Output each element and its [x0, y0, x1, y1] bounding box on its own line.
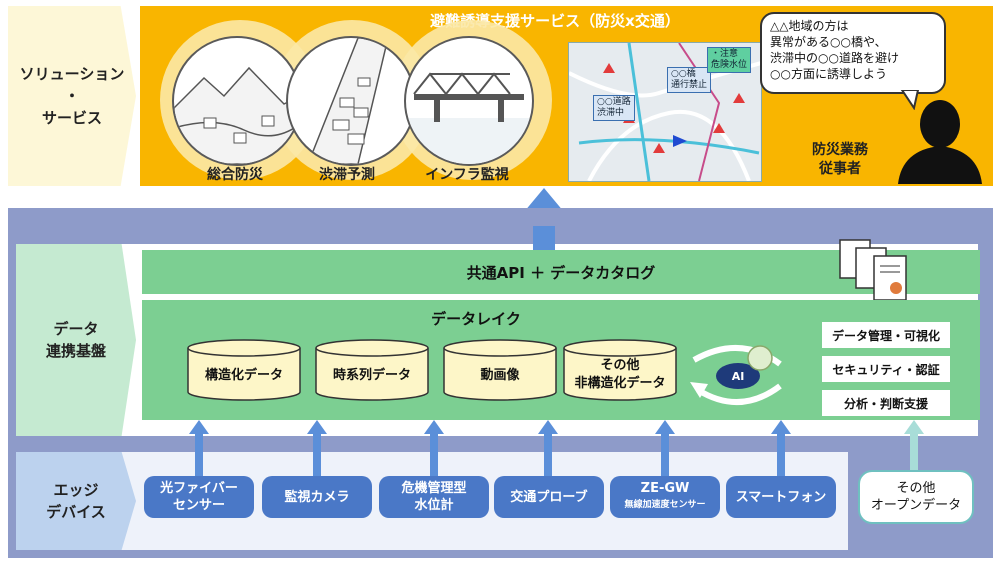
store-label: 動画像	[480, 368, 520, 383]
document-stack-icon	[839, 239, 907, 301]
device-box: 危機管理型 水位計	[379, 476, 489, 518]
arrow-shaft	[195, 430, 203, 476]
up-arrow-icon	[189, 420, 209, 434]
arrow-shaft	[544, 430, 552, 476]
speech-bubble: △△地域の方は 異常がある○○橋や、 渋滞中の○○道路を避け ○○方面に誘導しよ…	[760, 12, 946, 94]
up-arrow-icon	[307, 420, 327, 434]
arrow-shaft	[777, 430, 785, 476]
up-arrow-icon	[904, 420, 924, 434]
arrow-shaft	[430, 430, 438, 476]
store-label: 構造化データ	[204, 368, 283, 383]
store-label: 時系列データ	[332, 368, 411, 383]
ai-cycle-icon	[690, 345, 782, 405]
map-tag-road: ○○道路 渋滞中	[593, 95, 635, 121]
database-cylinder-icon	[315, 339, 429, 401]
up-arrow-icon	[538, 420, 558, 434]
database-cylinder-icon	[187, 339, 301, 401]
up-arrow-icon	[424, 420, 444, 434]
device-box: スマートフォン	[726, 476, 836, 518]
device-box: 光ファイバー センサー	[144, 476, 254, 518]
up-arrow-icon	[524, 188, 564, 212]
database-cylinder-icon	[563, 339, 677, 401]
service-label: インフラ監視	[425, 167, 509, 183]
device-sublabel: 無線加速度センサー	[624, 500, 706, 510]
store-label: その他 非構造化データ	[574, 358, 666, 391]
up-arrow-icon	[771, 420, 791, 434]
database-cylinder-icon	[443, 339, 557, 401]
traffic-illustration	[286, 36, 416, 166]
staff-person-icon	[898, 100, 982, 184]
device-box: 監視カメラ	[262, 476, 372, 518]
bridge-illustration	[404, 36, 534, 166]
device-box: 交通プローブ	[494, 476, 604, 518]
platform-layer-label: データ 連携基盤	[16, 244, 136, 436]
device-label: ZE-GW	[640, 481, 690, 496]
device-box-zegw: ZE-GW 無線加速度センサー	[610, 476, 720, 518]
ai-badge: AI	[731, 369, 745, 383]
speech-tail-icon	[900, 90, 920, 110]
evacuation-map: ○○道路 渋滞中 ○○橋 通行禁止 ・注意 危険水位	[568, 42, 762, 182]
arrow-shaft	[910, 430, 918, 472]
up-arrow-icon	[655, 420, 675, 434]
management-item: データ管理・可視化	[822, 322, 950, 348]
map-tag-bridge: ○○橋 通行禁止	[667, 67, 712, 93]
arrow-shaft	[533, 226, 555, 252]
service-label: 渋滞予測	[319, 167, 375, 183]
staff-label: 防災業務 従事者	[812, 142, 868, 177]
management-item: 分析・判断支援	[822, 390, 950, 416]
data-lake-title: データレイク	[431, 309, 521, 328]
edge-layer-label: エッジ デバイス	[16, 452, 136, 550]
arrow-shaft	[661, 430, 669, 476]
management-item: セキュリティ・認証	[822, 356, 950, 382]
service-label: 総合防災	[207, 167, 263, 183]
services-layer-label: ソリューション ・ サービス	[8, 6, 136, 186]
disaster-illustration	[172, 36, 302, 166]
arrow-shaft	[313, 430, 321, 476]
map-tag-notice: ・注意 危険水位	[707, 47, 752, 73]
open-data-box: その他 オープンデータ	[858, 470, 974, 524]
